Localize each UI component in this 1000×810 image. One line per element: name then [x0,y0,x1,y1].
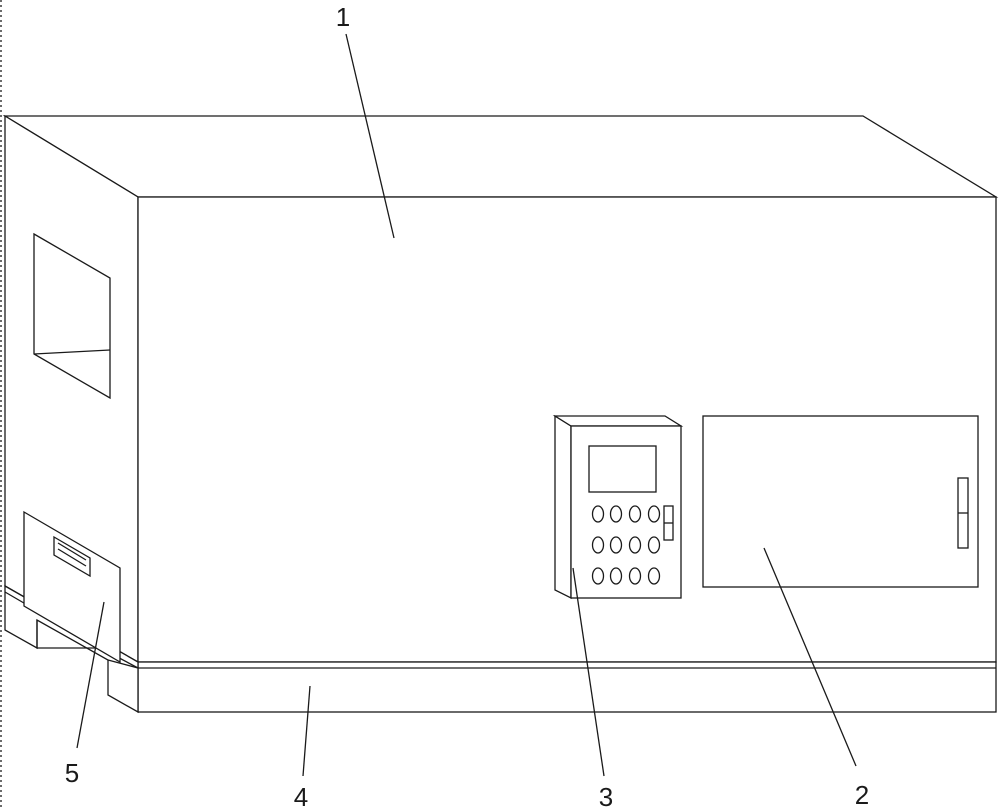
drawer-front [23,510,121,664]
base-frame [4,584,997,714]
callout-label-1: 1 [336,2,350,32]
callout-label-3: 3 [599,782,613,810]
drawer-handle [53,535,91,578]
panel-screen [588,445,657,493]
key [628,505,642,523]
key [647,567,661,585]
key [628,567,642,585]
side-drawer [23,510,121,664]
door-panel [702,415,979,588]
leader-line-3 [572,567,605,777]
callout-label-4: 4 [294,782,308,810]
callout-label-5: 5 [65,758,79,788]
panel-side [554,414,572,600]
callout-label-2: 2 [855,780,869,810]
cabinet-top-face [2,115,999,198]
leader-line-2 [763,547,857,767]
side-window [33,232,111,400]
drawer-handle-slot [57,542,87,561]
leader-line-1 [345,33,395,239]
key [609,567,623,585]
base-front-strip [137,661,997,713]
key [591,505,605,523]
panel-top [552,415,684,427]
panel-keypad [591,505,661,585]
control-panel [552,414,684,600]
base-notch-edge [107,659,139,669]
door-handle [957,477,969,549]
base-leg-line [36,620,98,649]
access-door [702,415,979,588]
key [647,536,661,554]
key [628,536,642,554]
panel-switch [663,505,674,541]
leader-line-4 [302,685,311,777]
leader-line-5 [76,601,105,749]
key [609,505,623,523]
key [591,536,605,554]
drawer-handle-slot-2 [57,548,87,567]
key [609,536,623,554]
key [647,505,661,523]
key [591,567,605,585]
